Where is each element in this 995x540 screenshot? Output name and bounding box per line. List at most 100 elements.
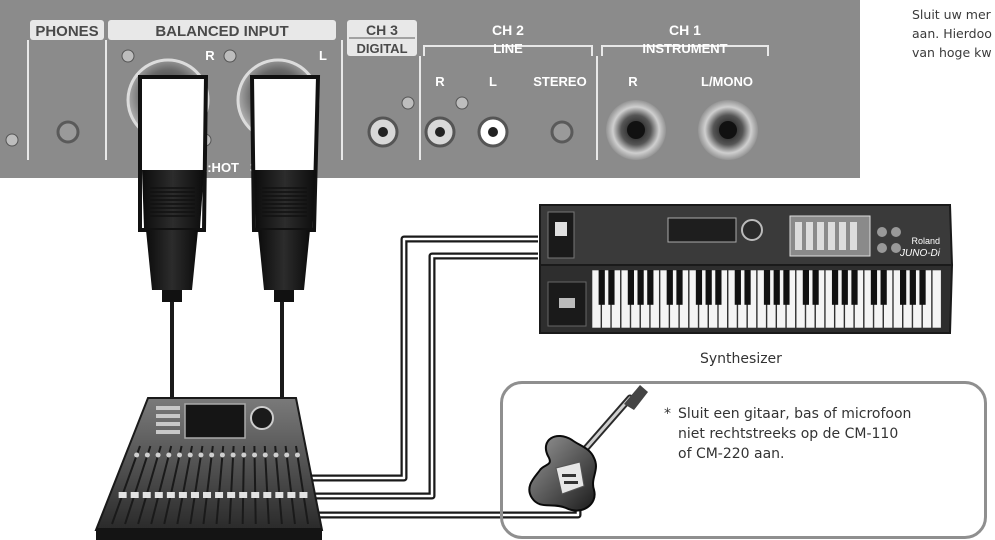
fader-slot	[228, 445, 235, 525]
side-text-line: aan. Hierdoo	[912, 26, 992, 41]
black-key	[812, 270, 819, 305]
hot-label: 2:HOT	[200, 160, 239, 175]
synthesizer: Roland JUNO-Di	[539, 204, 954, 334]
black-key	[744, 270, 751, 305]
fader-cap	[251, 492, 260, 498]
rear-panel: PHONES BALANCED INPUT CH 3 DIGITAL CH 2 …	[0, 0, 860, 178]
electric-guitar	[528, 385, 648, 512]
black-key	[637, 270, 644, 305]
channel-knob	[177, 452, 183, 458]
channel-knob	[187, 452, 193, 458]
l-mono-label: L/MONO	[701, 74, 753, 89]
black-key	[695, 270, 703, 305]
fader-cap	[275, 492, 284, 498]
fader-slot	[284, 445, 296, 525]
stereo-jack	[550, 120, 574, 144]
black-key	[705, 270, 712, 305]
fader-slot	[241, 445, 245, 525]
balanced-l-label: L	[319, 48, 327, 63]
synthesizer-label: Synthesizer	[700, 351, 782, 367]
black-key	[627, 270, 634, 305]
channel-knob	[198, 452, 204, 458]
fader-cap	[190, 492, 199, 498]
note-line: of CM-220 aan.	[678, 446, 785, 462]
ch3-label: CH 3	[366, 22, 398, 38]
balanced-input-header	[108, 20, 336, 40]
phones-jack	[56, 120, 80, 144]
phones-header	[30, 20, 104, 40]
guitar-note: * Sluit een gitaar, bas of microfoon nie…	[664, 404, 978, 464]
synth-brand: Roland	[911, 236, 940, 246]
ch2-label: CH 2	[492, 22, 524, 38]
channel-knob	[166, 452, 172, 458]
fader-slot	[215, 445, 225, 525]
black-key	[870, 270, 878, 305]
ch3-sub-label: DIGITAL	[356, 41, 407, 56]
xlr-plug-r	[138, 75, 209, 302]
black-key	[647, 270, 654, 305]
fader-cap	[263, 492, 272, 498]
black-key	[783, 270, 790, 305]
note-box	[500, 381, 987, 539]
side-text-line: van hoge kw	[912, 45, 992, 60]
black-key	[773, 270, 780, 305]
fader-cap	[166, 492, 175, 498]
ch2-sub-label: LINE	[493, 41, 523, 56]
black-key	[841, 270, 848, 305]
phones-label: PHONES	[35, 23, 98, 40]
channel-knob	[155, 452, 161, 458]
channel-knob	[219, 452, 225, 458]
black-key	[608, 270, 615, 305]
black-key	[715, 270, 722, 305]
fader-cap	[227, 492, 236, 498]
channel-knob	[284, 452, 290, 458]
fader-cap	[154, 492, 163, 498]
synth-keyboard	[591, 269, 942, 329]
black-key	[909, 270, 916, 305]
white-key	[931, 269, 942, 329]
fader-slot	[253, 445, 257, 525]
fader-cap	[142, 492, 151, 498]
side-text-line: Sluit uw mer	[912, 7, 991, 22]
fader-slot	[137, 445, 162, 525]
black-key	[919, 270, 926, 305]
ch1-label: CH 1	[669, 22, 701, 38]
channel-knob	[230, 452, 236, 458]
channel-knob	[209, 452, 215, 458]
black-key	[851, 270, 858, 305]
ch1-sub-label: INSTRUMENT	[642, 41, 727, 56]
xlr-plug-l	[249, 75, 321, 302]
fader-cap	[178, 492, 187, 498]
balanced-input-label: BALANCED INPUT	[155, 23, 288, 40]
ch2-l-label: L	[489, 74, 497, 89]
black-key	[763, 270, 771, 305]
black-key	[676, 270, 683, 305]
channel-knob	[134, 452, 140, 458]
channel-knob	[294, 452, 300, 458]
channel-knob	[273, 452, 279, 458]
synth-model: JUNO-Di	[899, 248, 941, 259]
fader-cap	[203, 492, 212, 498]
fader-slot	[150, 445, 173, 525]
channel-knob	[262, 452, 268, 458]
note-asterisk: *	[664, 406, 671, 422]
fader-slot	[163, 445, 183, 525]
channel-knob	[241, 452, 247, 458]
fader-cap	[239, 492, 248, 498]
fader-cap	[215, 492, 224, 498]
fader-slot	[202, 445, 214, 525]
ch2-r-label: R	[435, 74, 445, 89]
fader-cap	[287, 492, 296, 498]
balanced-r-label: R	[205, 48, 215, 63]
fader-slot	[176, 445, 193, 525]
fader-slot	[295, 445, 309, 525]
channel-knob	[144, 452, 150, 458]
fader-cap	[299, 492, 308, 498]
fader-slot	[189, 445, 204, 525]
black-key	[900, 270, 907, 305]
black-key	[734, 270, 741, 305]
black-key	[666, 270, 673, 305]
fader-slot	[111, 445, 141, 525]
digital-mixer	[94, 397, 324, 540]
